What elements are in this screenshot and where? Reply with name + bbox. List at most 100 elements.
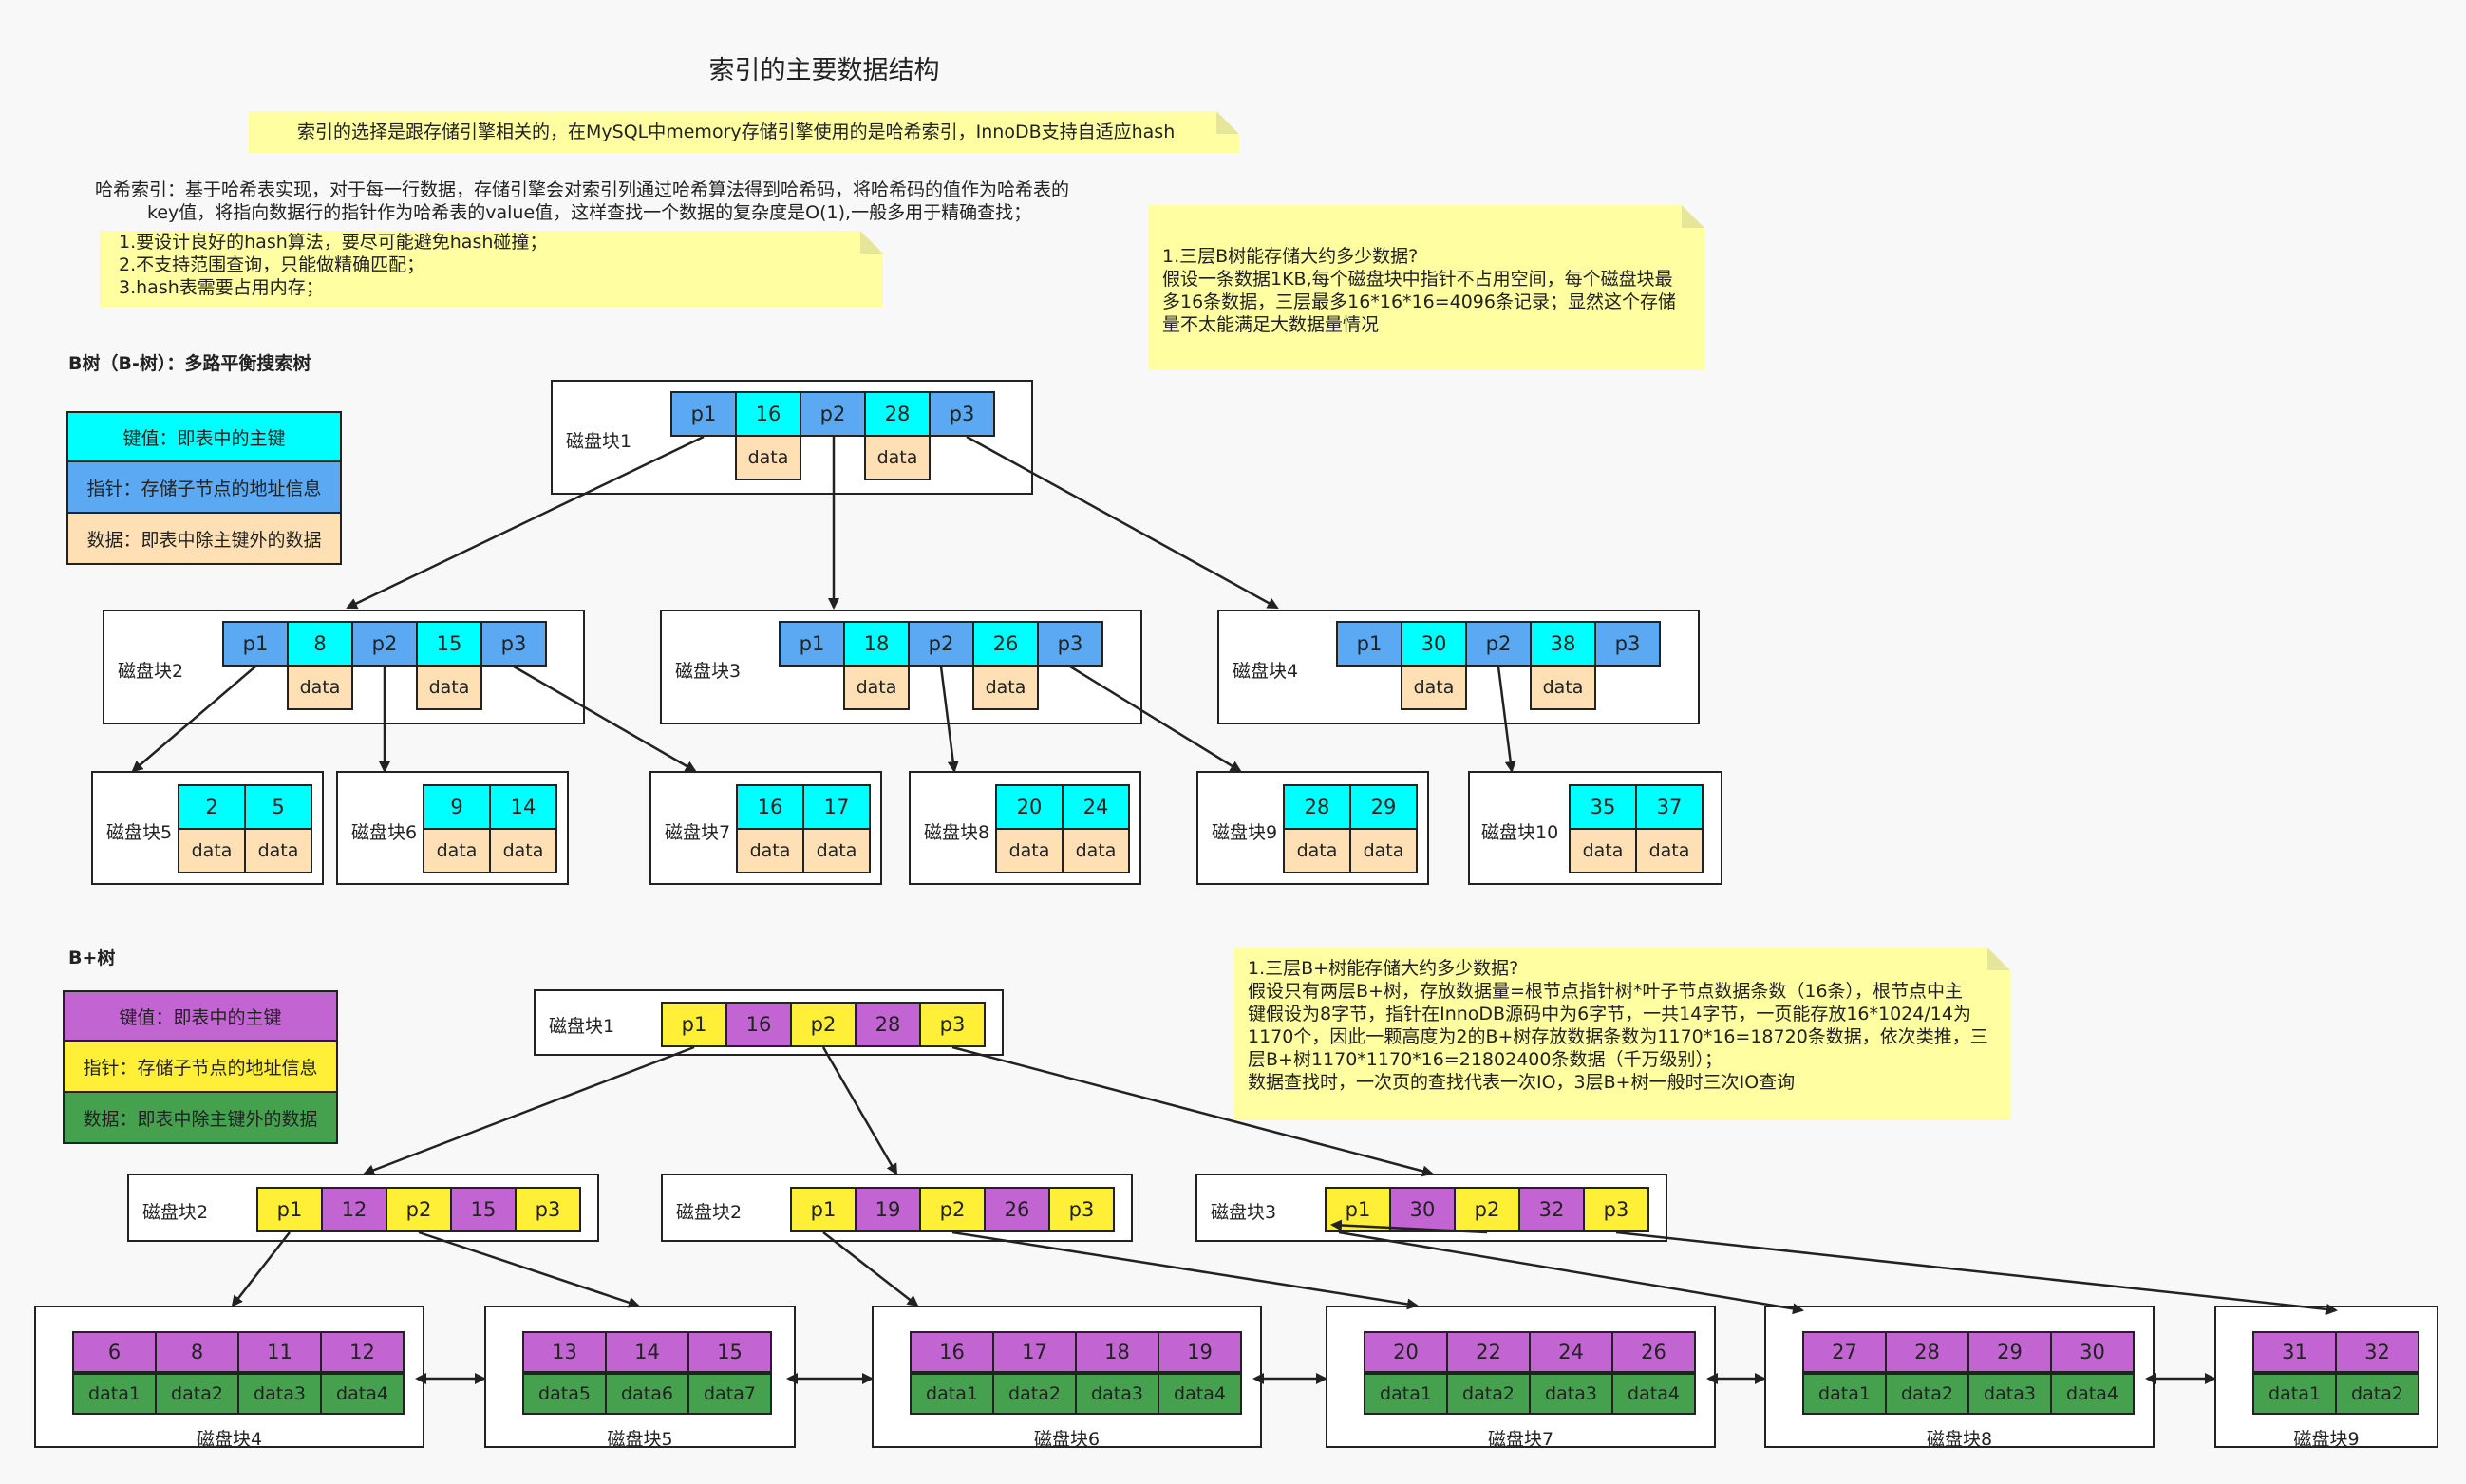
bplus-leaf-key: 8 [155, 1331, 239, 1373]
bplus-root-ptr: p1 [661, 1002, 727, 1047]
btree-disk-label: 磁盘块3 [675, 661, 742, 682]
arrow-line [1497, 666, 1516, 773]
btree-legend-data: 数据：即表中除主键外的数据 [66, 514, 342, 565]
btree-leaf-data: data [489, 828, 557, 873]
arrow-line [951, 1230, 1419, 1310]
page-title: 索引的主要数据结构 [708, 56, 940, 85]
btree-root-ptr: p3 [929, 391, 995, 437]
btree-mid-ptr: p2 [351, 621, 418, 667]
note-fold [860, 231, 883, 254]
bplus-leaf-key: 30 [2050, 1331, 2135, 1373]
bplus-disk-label: 磁盘块4 [196, 1429, 263, 1450]
bplus-legend-key: 键值：即表中的主键 [63, 990, 338, 1042]
btree-mid-data: data [843, 665, 910, 710]
bplus-mid-key: 12 [321, 1187, 387, 1232]
bplus-mid-key: 32 [1518, 1187, 1585, 1232]
btree-disk-label: 磁盘块8 [924, 822, 990, 843]
bplus-note-line-6: 数据查找时，一次页的查找代表一次IO，3层B+树一般时三次IO查询 [1248, 1072, 1796, 1093]
bplus-mid-ptr: p1 [1325, 1187, 1391, 1232]
btree-root-data: data [735, 435, 801, 480]
bplus-leaf-data: data7 [687, 1373, 772, 1415]
bplus-leaf-data: data2 [1885, 1373, 1969, 1415]
btree-mid-ptr: p1 [779, 621, 845, 667]
btree-leaf-data: data [1569, 828, 1637, 873]
btree-leaf-data: data [423, 828, 491, 873]
arrow-line [966, 435, 1279, 610]
bplus-mid-ptr: p1 [256, 1187, 323, 1232]
arrow-line [231, 1231, 291, 1307]
arrow-line [939, 666, 959, 773]
btree-disk-label: 磁盘块9 [1212, 822, 1278, 843]
arrow-line [363, 1045, 695, 1176]
note-fold [1682, 205, 1704, 228]
hash-note-line-3: 3.hash表需要占用内存； [119, 277, 324, 298]
bplus-leaf-data: data6 [605, 1373, 689, 1415]
btree-note-line-3: 多16条数据，三层最多16*16*16=4096条记录；显然这个存储 [1162, 291, 1676, 312]
hash-note-line-1: 1.要设计良好的hash算法，要尽可能避免hash碰撞； [119, 232, 548, 253]
bplus-legend-pointer: 指针：存储子节点的地址信息 [63, 1042, 338, 1093]
bplus-mid-key: 19 [855, 1187, 921, 1232]
arrow-line [821, 1046, 898, 1175]
bplus-leaf-data: data4 [2050, 1373, 2135, 1415]
btree-note-line-4: 量不太能满足大数据量情况 [1162, 314, 1380, 335]
bplus-leaf-key: 26 [1611, 1331, 1696, 1373]
bplus-leaf-key: 22 [1446, 1331, 1531, 1373]
bplus-leaf-key: 12 [320, 1331, 405, 1373]
btree-leaf-key: 37 [1635, 784, 1704, 830]
btree-mid-key: 30 [1401, 621, 1467, 667]
bplus-leaf-data: data3 [1967, 1373, 2052, 1415]
hash-note: 1.要设计良好的hash算法，要尽可能避免hash碰撞； 2.不支持范围查询，只… [100, 231, 883, 307]
bplus-root-key: 28 [855, 1002, 921, 1047]
bplus-capacity-note: 1.三层B+树能存储大约多少数据? 假设只有两层B+树，存放数据量=根节点指针树… [1234, 948, 2010, 1120]
bplus-leaf-key: 31 [2252, 1331, 2337, 1373]
bplus-disk-label: 磁盘块2 [676, 1202, 743, 1223]
bplus-note-line-2: 假设只有两层B+树，存放数据量=根节点指针树*叶子节点数据条数（16条），根节点… [1248, 981, 1964, 1002]
bplus-disk-label: 磁盘块7 [1487, 1429, 1554, 1450]
bplus-leaf-key: 15 [687, 1331, 772, 1373]
hash-line-1: 哈希索引：基于哈希表实现，对于每一行数据，存储引擎会对索引列通过哈希算法得到哈希… [95, 179, 1070, 200]
btree-mid-ptr: p3 [1037, 621, 1103, 667]
bplus-leaf-data: data1 [72, 1373, 157, 1415]
btree-leaf-data: data [736, 828, 804, 873]
btree-mid-ptr: p1 [222, 621, 289, 667]
bplus-heading: B+树 [68, 948, 116, 968]
bplus-mid-ptr: p3 [515, 1187, 581, 1232]
bplus-disk-label: 磁盘块8 [1926, 1429, 1993, 1450]
btree-note-line-2: 假设一条数据1KB,每个磁盘块中指针不占用空间，每个磁盘块最 [1162, 269, 1673, 290]
btree-disk-label: 磁盘块2 [118, 661, 184, 682]
btree-disk-label: 磁盘块6 [351, 822, 418, 843]
bplus-disk-label: 磁盘块5 [607, 1429, 673, 1450]
hash-description: 哈希索引：基于哈希表实现，对于每一行数据，存储引擎会对索引列通过哈希算法得到哈希… [95, 178, 1120, 224]
btree-root-ptr: p1 [670, 391, 737, 437]
bplus-disk-label: 磁盘块1 [549, 1016, 615, 1037]
btree-mid-ptr: p3 [480, 621, 547, 667]
btree-mid-data: data [287, 665, 353, 710]
arrow-line [1338, 1230, 1804, 1315]
bplus-leaf-key: 6 [72, 1331, 157, 1373]
arrow-line [346, 435, 705, 610]
bplus-leaf-data: data1 [910, 1373, 994, 1415]
btree-leaf-data: data [802, 828, 871, 873]
btree-mid-data: data [416, 665, 482, 710]
bplus-leaf-key: 11 [237, 1331, 322, 1373]
btree-mid-ptr: p2 [1465, 621, 1532, 667]
bplus-root-ptr: p3 [919, 1002, 986, 1047]
bplus-mid-ptr: p2 [919, 1187, 986, 1232]
bplus-mid-ptr: p2 [386, 1187, 452, 1232]
btree-mid-data: data [1530, 665, 1596, 710]
btree-legend-pointer: 指针：存储子节点的地址信息 [66, 462, 342, 514]
btree-disk-label: 磁盘块10 [1481, 822, 1559, 843]
btree-mid-data: data [1401, 665, 1467, 710]
btree-disk-label: 磁盘块7 [665, 822, 731, 843]
btree-leaf-key: 9 [423, 784, 491, 830]
btree-leaf-key: 20 [995, 784, 1064, 830]
bplus-disk-label: 磁盘块3 [1211, 1202, 1277, 1223]
bplus-leaf-key: 20 [1364, 1331, 1448, 1373]
bplus-leaf-key: 14 [605, 1331, 689, 1373]
bplus-leaf-data: data2 [992, 1373, 1077, 1415]
bplus-leaf-data: data4 [1611, 1373, 1696, 1415]
bplus-leaf-data: data1 [1802, 1373, 1887, 1415]
arrow-line [131, 666, 256, 773]
bplus-leaf-key: 13 [522, 1331, 607, 1373]
btree-leaf-data: data [1349, 828, 1418, 873]
